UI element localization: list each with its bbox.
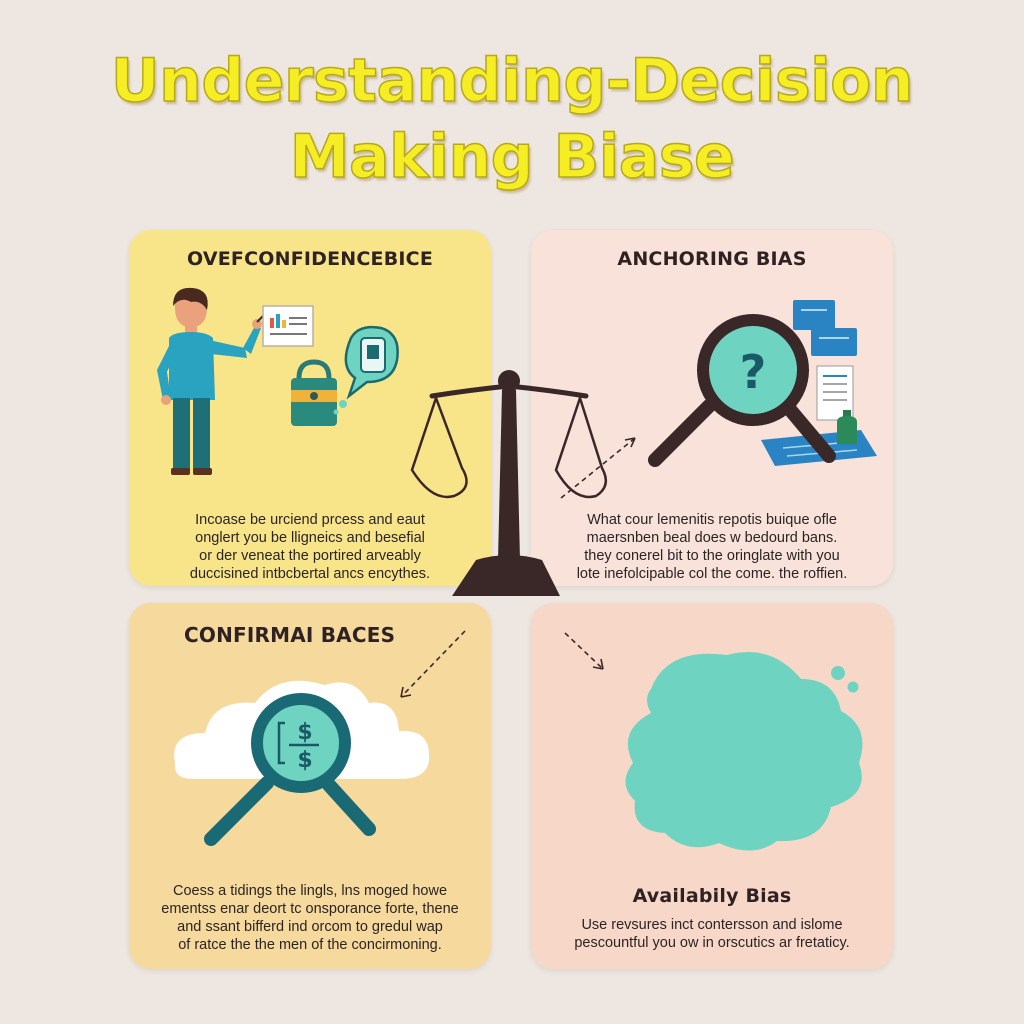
body-line: pescountful you ow in orscutics ar freta… xyxy=(574,935,850,951)
phone-bubble-icon xyxy=(333,325,399,415)
availability-illustration xyxy=(564,632,863,851)
dashed-arrow-icon xyxy=(400,630,466,698)
card-body: Incoase be urciend prcess and eaut ongle… xyxy=(151,511,469,583)
body-line: and ssant bifferd ind orcom to gredul wa… xyxy=(177,919,443,935)
page-title-line-2: Making Biase xyxy=(289,121,735,193)
card-body: What cour lemenitis repotis buique ofle … xyxy=(553,511,871,583)
card-overconfidence: OVEFCONFIDENCEBICE xyxy=(129,230,491,586)
dashed-arrow-icon xyxy=(564,632,604,670)
body-line: lote inefolcipable col the come. the rof… xyxy=(576,566,848,582)
card-confirmation: CONFIRMAI BACES $ $ Coess xyxy=(129,603,491,969)
magnifier-question-icon: ? xyxy=(648,314,836,467)
thought-cloud-icon xyxy=(625,652,863,851)
body-line: Incoase be urciend prcess and eaut xyxy=(195,512,425,528)
person-icon xyxy=(157,287,262,475)
svg-text:$: $ xyxy=(297,748,312,773)
body-line: maersnben beal does w bedourd bans. xyxy=(586,530,838,546)
body-line: onglert you be lligneics and besefial xyxy=(195,530,425,546)
confirmation-illustration: $ $ xyxy=(174,630,466,846)
svg-text:$: $ xyxy=(297,720,312,745)
svg-text:?: ? xyxy=(740,345,767,399)
body-line: Use revsures inct contersson and islome xyxy=(581,917,843,933)
dashed-arrow-icon xyxy=(560,437,636,499)
chart-card-icon xyxy=(262,305,314,347)
magnifier-dollar-icon: $ $ xyxy=(204,693,376,846)
card-body: Coess a tidings the lingls, lns moged ho… xyxy=(151,882,469,954)
body-line: of ratce the the men of the concirmoning… xyxy=(178,937,442,953)
card-body: Use revsures inct contersson and islome … xyxy=(553,916,871,952)
card-availability: Availabily Bias Use revsures inct conter… xyxy=(531,603,893,969)
lock-bag-icon xyxy=(291,359,337,426)
body-line: ementss enar deort tc onsporance forte, … xyxy=(161,901,459,917)
body-line: or der veneat the portired arveably xyxy=(199,548,421,564)
body-line: they conerel bit to the oringlate with y… xyxy=(584,548,840,564)
bottle-icon xyxy=(837,410,857,444)
anchoring-illustration: ? xyxy=(560,300,877,499)
card-anchoring: ANCHORING BIAS xyxy=(531,230,893,586)
card-heading: CONFIRMAI BACES xyxy=(184,623,396,647)
page-title-line-1: Understanding-Decision xyxy=(110,45,914,117)
overconfidence-illustration xyxy=(157,287,399,475)
card-heading: OVEFCONFIDENCEBICE xyxy=(187,248,433,270)
card-heading: ANCHORING BIAS xyxy=(617,248,807,270)
body-line: duccisined intbcbertal ancs encythes. xyxy=(189,566,431,582)
card-heading: Availabily Bias xyxy=(632,885,792,907)
body-line: Coess a tidings the lingls, lns moged ho… xyxy=(172,883,448,899)
body-line: What cour lemenitis repotis buique ofle xyxy=(587,512,837,528)
